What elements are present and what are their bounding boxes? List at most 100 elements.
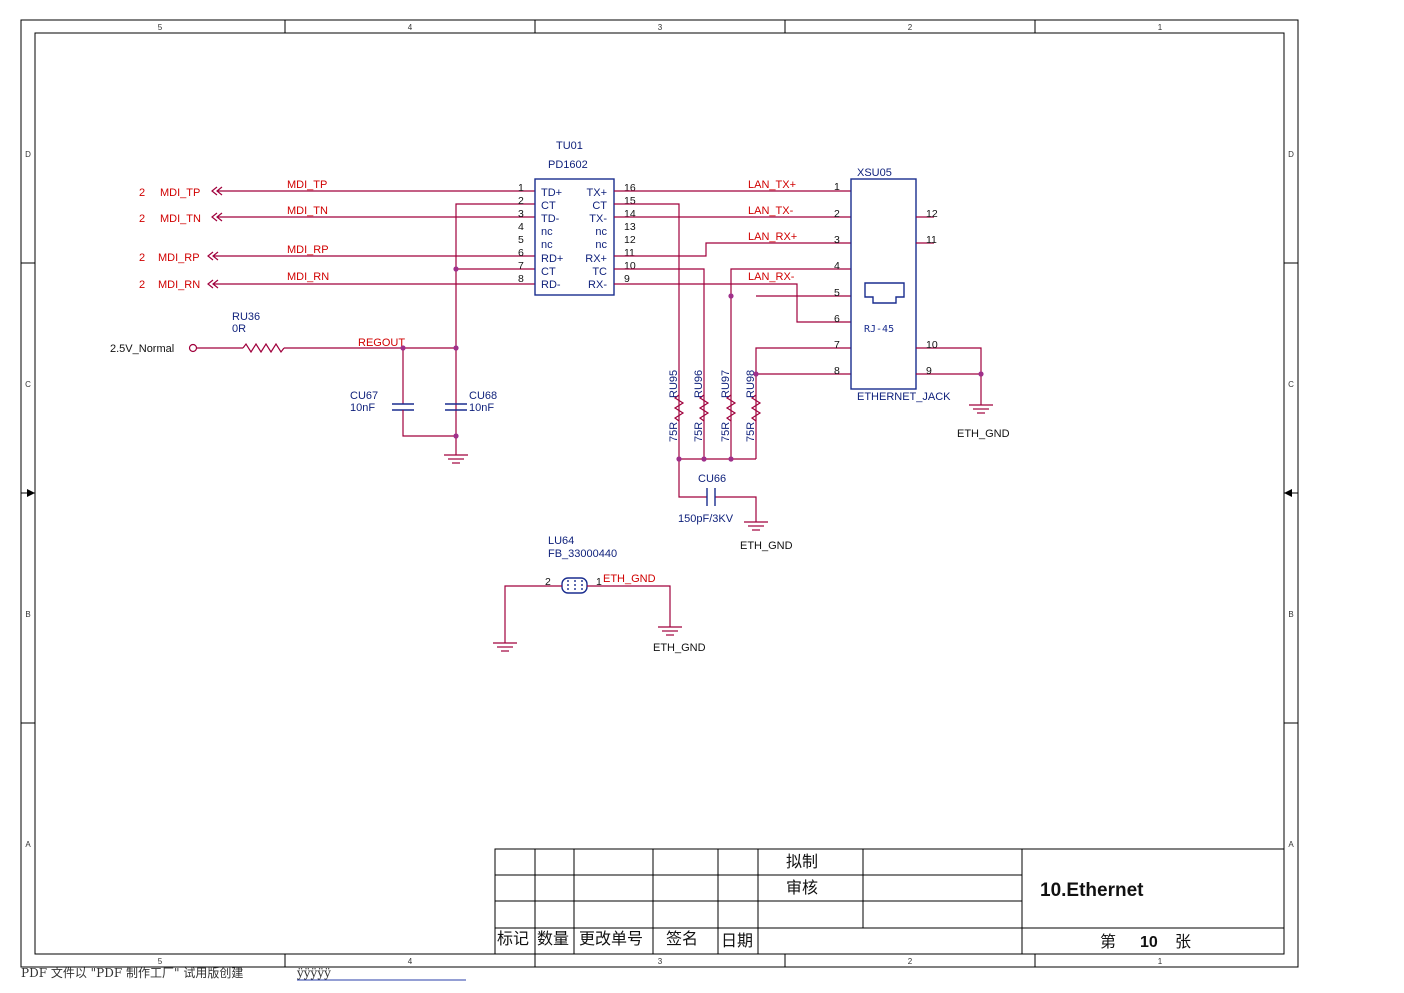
net-label: MDI_RP xyxy=(287,244,329,256)
offpage-connector[interactable]: 2 MDI_RP xyxy=(139,251,219,264)
pin-name: CT xyxy=(541,200,556,212)
pdf-footer-link[interactable]: ÿÿÿÿÿ xyxy=(296,966,331,980)
pin-number: 14 xyxy=(624,208,636,220)
power-net-label: 2.5V_Normal xyxy=(110,343,174,355)
pin-name: RD+ xyxy=(541,253,563,265)
pin-number: 3 xyxy=(518,208,524,220)
component-ref: XSU05 xyxy=(857,167,892,179)
grid-row-label: C xyxy=(1288,380,1294,389)
ground-icon xyxy=(444,454,468,464)
component-ref: RU98 xyxy=(745,370,757,398)
component-ref: RU97 xyxy=(720,370,732,398)
net-label: LAN_RX- xyxy=(748,271,795,283)
pin-name: TC xyxy=(592,266,607,278)
transformer-tu01[interactable] xyxy=(534,178,615,296)
grid-row-label: B xyxy=(25,610,30,619)
pin-number: 4 xyxy=(518,221,524,233)
ground-label: ETH_GND xyxy=(957,428,1010,440)
pin-number: 5 xyxy=(834,287,840,299)
component-ref: RU95 xyxy=(668,370,680,398)
component-value: 10nF xyxy=(469,402,494,414)
net-label: LAN_RX+ xyxy=(748,231,797,243)
pin-name: TD+ xyxy=(541,187,562,199)
power-port-icon[interactable] xyxy=(188,343,198,353)
component-value: 10nF xyxy=(350,402,375,414)
pin-number: 7 xyxy=(518,260,524,272)
grid-row-label: A xyxy=(25,840,31,849)
component-part: FB_33000440 xyxy=(548,548,617,560)
offpage-sheet-num: 2 xyxy=(139,252,145,264)
sheet-number-prefix: 第 xyxy=(1100,932,1116,951)
component-value: 75R xyxy=(693,422,705,442)
grid-row-label: D xyxy=(25,150,31,159)
offpage-sheet-num: 2 xyxy=(139,279,145,291)
offpage-connector[interactable]: 2 MDI_RN xyxy=(139,279,219,291)
ferrite-bead-lu64[interactable] xyxy=(561,577,588,594)
pin-name: TD- xyxy=(541,213,560,225)
pin-number: 2 xyxy=(834,208,840,220)
grid-row-label: D xyxy=(1288,150,1294,159)
title-block-header: 更改单号 xyxy=(579,929,643,948)
grid-col-label: 3 xyxy=(658,957,663,966)
offpage-sheet-num: 2 xyxy=(139,213,145,225)
component-value: 75R xyxy=(745,422,757,442)
pin-name: CT xyxy=(541,266,556,278)
resistor-ru36[interactable] xyxy=(242,342,285,354)
title-block xyxy=(494,848,1285,955)
grid-col-label: 4 xyxy=(408,23,413,32)
pin-number: 6 xyxy=(834,313,840,325)
pin-name: RX- xyxy=(588,279,607,291)
ground-icon xyxy=(493,642,517,652)
sheet-frame xyxy=(20,19,1299,968)
title-block-header: 标记 xyxy=(497,929,529,948)
termination-labels: RU95 RU96 RU97 RU98 75R 75R 75R 75R xyxy=(668,370,757,442)
ground-label: ETH_GND xyxy=(653,642,706,654)
title-block-header: 日期 xyxy=(721,931,753,950)
pin-number: 15 xyxy=(624,195,636,207)
capacitor-cu67[interactable] xyxy=(392,348,456,437)
ethernet-jack-xsu05[interactable] xyxy=(850,178,917,390)
resistor-ru97[interactable] xyxy=(725,394,737,422)
resistor-ru95[interactable] xyxy=(673,394,685,422)
title-block-review: 审核 xyxy=(786,878,818,897)
ground-icon xyxy=(969,404,993,414)
pin-number: 3 xyxy=(834,234,840,246)
pin-number: 4 xyxy=(834,260,840,272)
pin-number: 9 xyxy=(624,273,630,285)
title-block-draft: 拟制 xyxy=(786,852,818,871)
component-ref: RU36 xyxy=(232,311,260,323)
pin-number: 2 xyxy=(518,195,524,207)
net-label: ETH_GND xyxy=(603,573,656,585)
pin-number: 1 xyxy=(834,181,840,193)
pin-name: nc xyxy=(595,226,607,238)
transformer-right-pins: 16 15 14 13 12 11 10 9 TX+ CT TX- nc nc … xyxy=(585,182,636,291)
pin-number: 10 xyxy=(624,260,636,272)
pin-number: 8 xyxy=(518,273,524,285)
jack-right-pins: 12 11 10 9 xyxy=(916,208,982,405)
jack-inner-label: RJ-45 xyxy=(864,324,894,335)
net-label: LAN_TX- xyxy=(748,205,794,217)
pin-number: 1 xyxy=(596,576,602,588)
pin-name: TX+ xyxy=(587,187,607,199)
pin-number: 11 xyxy=(624,247,635,259)
grid-col-label: 1 xyxy=(1158,23,1163,32)
mdi-wires xyxy=(213,190,535,436)
component-value: 0R xyxy=(232,323,246,335)
offpage-connector[interactable]: 2 MDI_TP xyxy=(139,186,223,199)
grid-row-label: B xyxy=(1288,610,1293,619)
component-ref: TU01 xyxy=(556,140,583,152)
capacitor-cu68[interactable] xyxy=(445,403,467,411)
resistor-ru96[interactable] xyxy=(698,394,710,422)
offpage-connector[interactable]: 2 MDI_TN xyxy=(139,212,223,225)
capacitor-cu66[interactable] xyxy=(706,488,716,506)
ground-icon xyxy=(744,521,768,531)
pin-number: 2 xyxy=(545,576,551,588)
component-value: 150pF/3KV xyxy=(678,513,734,525)
pin-number: 12 xyxy=(624,234,636,246)
offpage-net-name: MDI_RP xyxy=(158,252,200,264)
pin-number: 7 xyxy=(834,339,840,351)
sheet-number: 10 xyxy=(1140,934,1158,951)
resistor-ru98[interactable] xyxy=(750,394,762,422)
jack-left-pins: 1 2 3 4 5 6 7 8 xyxy=(834,181,840,377)
